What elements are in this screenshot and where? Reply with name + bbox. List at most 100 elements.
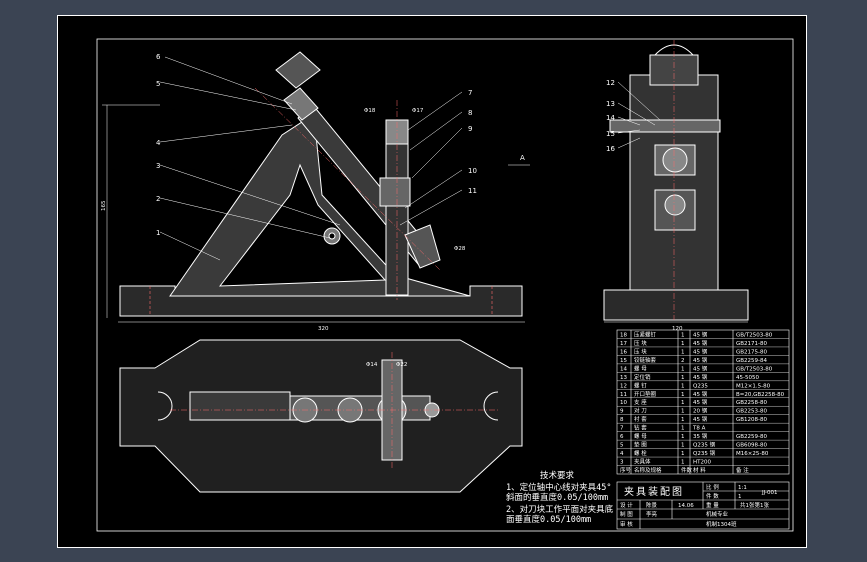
bom-cell: GB2171-80 <box>736 341 768 347</box>
bom-cell: 20 钢 <box>693 407 708 415</box>
bom-cell: 45 钢 <box>693 415 708 423</box>
front-leaders <box>159 56 463 261</box>
class: 机制1304班 <box>706 520 737 528</box>
bom-cell: 45 钢 <box>693 373 708 381</box>
bom-cell: GB2253-80 <box>736 409 768 415</box>
bom-cell: 1 <box>681 383 685 389</box>
bom-cell: Q235 钢 <box>693 449 716 457</box>
title-block <box>616 481 790 530</box>
dim-height: 165 <box>101 200 107 211</box>
bom-cell: 1 <box>681 349 685 355</box>
bom-cell: Q235 钢 <box>693 441 716 449</box>
bom-cell: GB2259-84 <box>736 358 768 364</box>
callout-2: 2 <box>156 195 160 203</box>
bom-cell: 钻 套 <box>634 424 647 432</box>
bom-cell: 13 <box>620 375 627 381</box>
bom-cell: 1 <box>681 332 685 338</box>
bom-cell: 螺 母 <box>634 432 647 440</box>
school: 机械专业 <box>706 510 729 518</box>
dim-dia14: Φ14 <box>366 362 378 368</box>
callout-9: 9 <box>468 125 472 133</box>
tech-req-line-1: 1、定位轴中心线对夹具45° <box>506 482 611 493</box>
bom-cell: GB/T2503-80 <box>736 332 773 338</box>
bom-cell: 3 <box>620 460 624 466</box>
bom-cell: 1 <box>681 366 685 372</box>
bom-cell: 1 <box>681 392 685 398</box>
bom-cell: B=20,GB2258-80 <box>736 392 785 398</box>
bom-cell: 垫 圈 <box>634 441 647 449</box>
bom-cell: 定位销 <box>634 373 651 381</box>
qty-value: 1 <box>738 494 742 500</box>
bom-cell: 支 座 <box>634 398 647 406</box>
top-view <box>119 339 523 493</box>
bom-cell: 45-5050 <box>736 375 759 381</box>
bom-cell: GB1208-80 <box>736 417 768 423</box>
callout-10: 10 <box>468 167 477 175</box>
bom-cell: 45 钢 <box>693 398 708 406</box>
bom-cell: M16×25-80 <box>736 451 769 457</box>
bom-cell: 螺 钉 <box>634 381 647 389</box>
scale-label: 比 例 <box>706 483 719 491</box>
bom-table <box>616 329 790 475</box>
bom-cell: 1 <box>681 375 685 381</box>
drawing-number: JJ-001 <box>761 490 778 496</box>
dim-width: 120 <box>672 326 683 332</box>
callout-6: 6 <box>156 53 161 61</box>
bom-cell: 15 <box>620 358 627 364</box>
bom-cell: 压紧螺钉 <box>634 330 657 338</box>
bom-cell: 1 <box>681 426 685 432</box>
bom-cell: 夹具体 <box>634 458 651 466</box>
callout-7: 7 <box>468 89 472 97</box>
dim-length: 320 <box>318 326 329 332</box>
dim-dia18: Φ18 <box>364 108 376 114</box>
bom-cell: 1 <box>681 409 685 415</box>
callout-5: 5 <box>156 80 160 88</box>
top-clamp <box>275 51 321 89</box>
bom-cell: 2 <box>681 358 685 364</box>
bom-cell: 螺 栓 <box>634 449 647 457</box>
bom-cell: 9 <box>620 409 624 415</box>
inner-border <box>96 38 794 532</box>
bom-cell: 序号 <box>620 466 632 474</box>
bom-cell: 1 <box>681 417 685 423</box>
dim-dia22: Φ22 <box>396 362 407 368</box>
callout-3: 3 <box>156 162 160 170</box>
tech-req-title: 技术要求 <box>540 470 575 481</box>
dim-dia17: Φ17 <box>412 108 424 114</box>
callout-1: 1 <box>156 229 160 237</box>
dim-dia28: Φ28 <box>454 246 466 252</box>
scale-value: 1:1 <box>738 485 747 491</box>
bom-cell: 开口垫圈 <box>634 390 657 398</box>
bom-cell: 11 <box>620 392 627 398</box>
date: 14.06 <box>678 503 694 509</box>
bom-cell: T8 A <box>692 426 706 432</box>
tech-req-line-2: 斜面的垂直度0.05/100mm <box>506 492 608 503</box>
callout-8: 8 <box>468 109 472 117</box>
design-name: 陈景 <box>646 501 658 509</box>
bom-cell: 45 钢 <box>693 330 708 338</box>
bom-cell: GB2259-80 <box>736 434 768 440</box>
bom-cell: GB/T2503-80 <box>736 366 773 372</box>
tech-req-line-4: 面垂直度0.05/100mm <box>506 514 591 525</box>
bom-cell: 5 <box>620 443 624 449</box>
bom-cell: 18 <box>620 332 627 338</box>
bom-cell: 45 钢 <box>693 390 708 398</box>
bom-cell: 衬 套 <box>634 415 647 423</box>
bom-cell: 35 钢 <box>693 432 708 440</box>
bom-cell: 备 注 <box>736 466 749 474</box>
bom-cell: 名称及规格 <box>634 466 662 474</box>
bom-cell: GB6098-80 <box>736 443 768 449</box>
bom-cell: 螺 母 <box>634 364 647 372</box>
check-label: 审 核 <box>620 520 633 528</box>
bom-cell: M12×1.5-80 <box>736 383 771 389</box>
bom-cell: 对 刀 <box>634 407 647 415</box>
bom-cell: 4 <box>620 451 624 457</box>
qty-label: 件 数 <box>706 492 719 500</box>
drawing-name: 夹具装配图 <box>624 485 684 498</box>
bom-cell: 14 <box>620 366 627 372</box>
bom-cell: 1 <box>681 443 685 449</box>
section-mark: A <box>520 154 525 162</box>
callout-4: 4 <box>156 139 161 147</box>
